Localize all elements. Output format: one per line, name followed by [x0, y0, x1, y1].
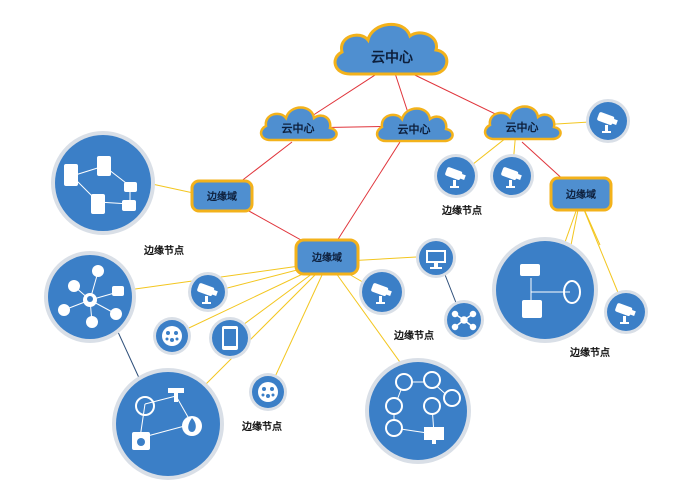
edge-node-utilities — [112, 368, 224, 480]
cloud-left: 云中心 — [259, 106, 338, 142]
camera-icon — [385, 371, 461, 437]
tablet-node — [209, 317, 251, 359]
edge-node-router — [492, 237, 598, 343]
camera-node — [490, 154, 534, 198]
camera-node — [188, 272, 228, 312]
hub-node — [249, 373, 287, 411]
cloud-mid: 云中心 — [375, 107, 454, 143]
fire-icon — [182, 416, 202, 436]
edge-node-label: 边缘节点 — [441, 204, 482, 217]
lock-icon — [122, 182, 137, 211]
cloud-label: 云中心 — [371, 49, 413, 66]
router-icon — [520, 264, 540, 276]
tablet-icon — [222, 326, 238, 350]
hub-node — [153, 317, 191, 355]
edge-domain-center: 边缘域 — [294, 238, 360, 276]
edge-node-access-control — [51, 131, 155, 235]
car-icon — [58, 265, 124, 328]
edge-domain-left: 边缘域 — [190, 179, 254, 213]
monitor-icon — [426, 250, 446, 269]
network-hub-icon — [451, 310, 477, 331]
fire-alarm-icon — [132, 432, 150, 450]
cloud-label: 云中心 — [282, 121, 315, 135]
monitor-node — [416, 238, 456, 278]
cloud-right: 云中心 — [483, 105, 562, 141]
sensor-icon — [135, 396, 155, 416]
edge-domain-label: 边缘域 — [206, 190, 237, 203]
edge-node-vehicles — [44, 251, 136, 343]
faucet-icon — [168, 388, 184, 402]
tablet-icon — [522, 300, 542, 318]
edge-domain-label: 边缘域 — [565, 188, 596, 201]
camera-node — [586, 99, 630, 143]
door-access-icon — [64, 156, 111, 214]
camera-node — [604, 290, 648, 334]
monitor-icon — [424, 427, 444, 444]
location-pin-icon — [83, 293, 97, 307]
edge-domain-right: 边缘域 — [549, 176, 613, 212]
edge-node-label: 边缘节点 — [143, 244, 184, 257]
camera-node — [359, 269, 405, 315]
edge-node-label: 边缘节点 — [393, 329, 434, 342]
cloud-label: 云中心 — [506, 120, 539, 134]
network-hub-node — [444, 300, 484, 340]
cloud-center-top: 云中心 — [333, 22, 449, 76]
edge-node-camera-cluster — [365, 358, 471, 464]
edge-node-label: 边缘节点 — [241, 420, 282, 433]
edge-node-label: 边缘节点 — [569, 346, 610, 359]
camera-node — [434, 154, 478, 198]
sensor-icon — [563, 280, 581, 304]
edge-domain-label: 边缘域 — [311, 251, 342, 264]
cloud-label: 云中心 — [398, 122, 431, 136]
